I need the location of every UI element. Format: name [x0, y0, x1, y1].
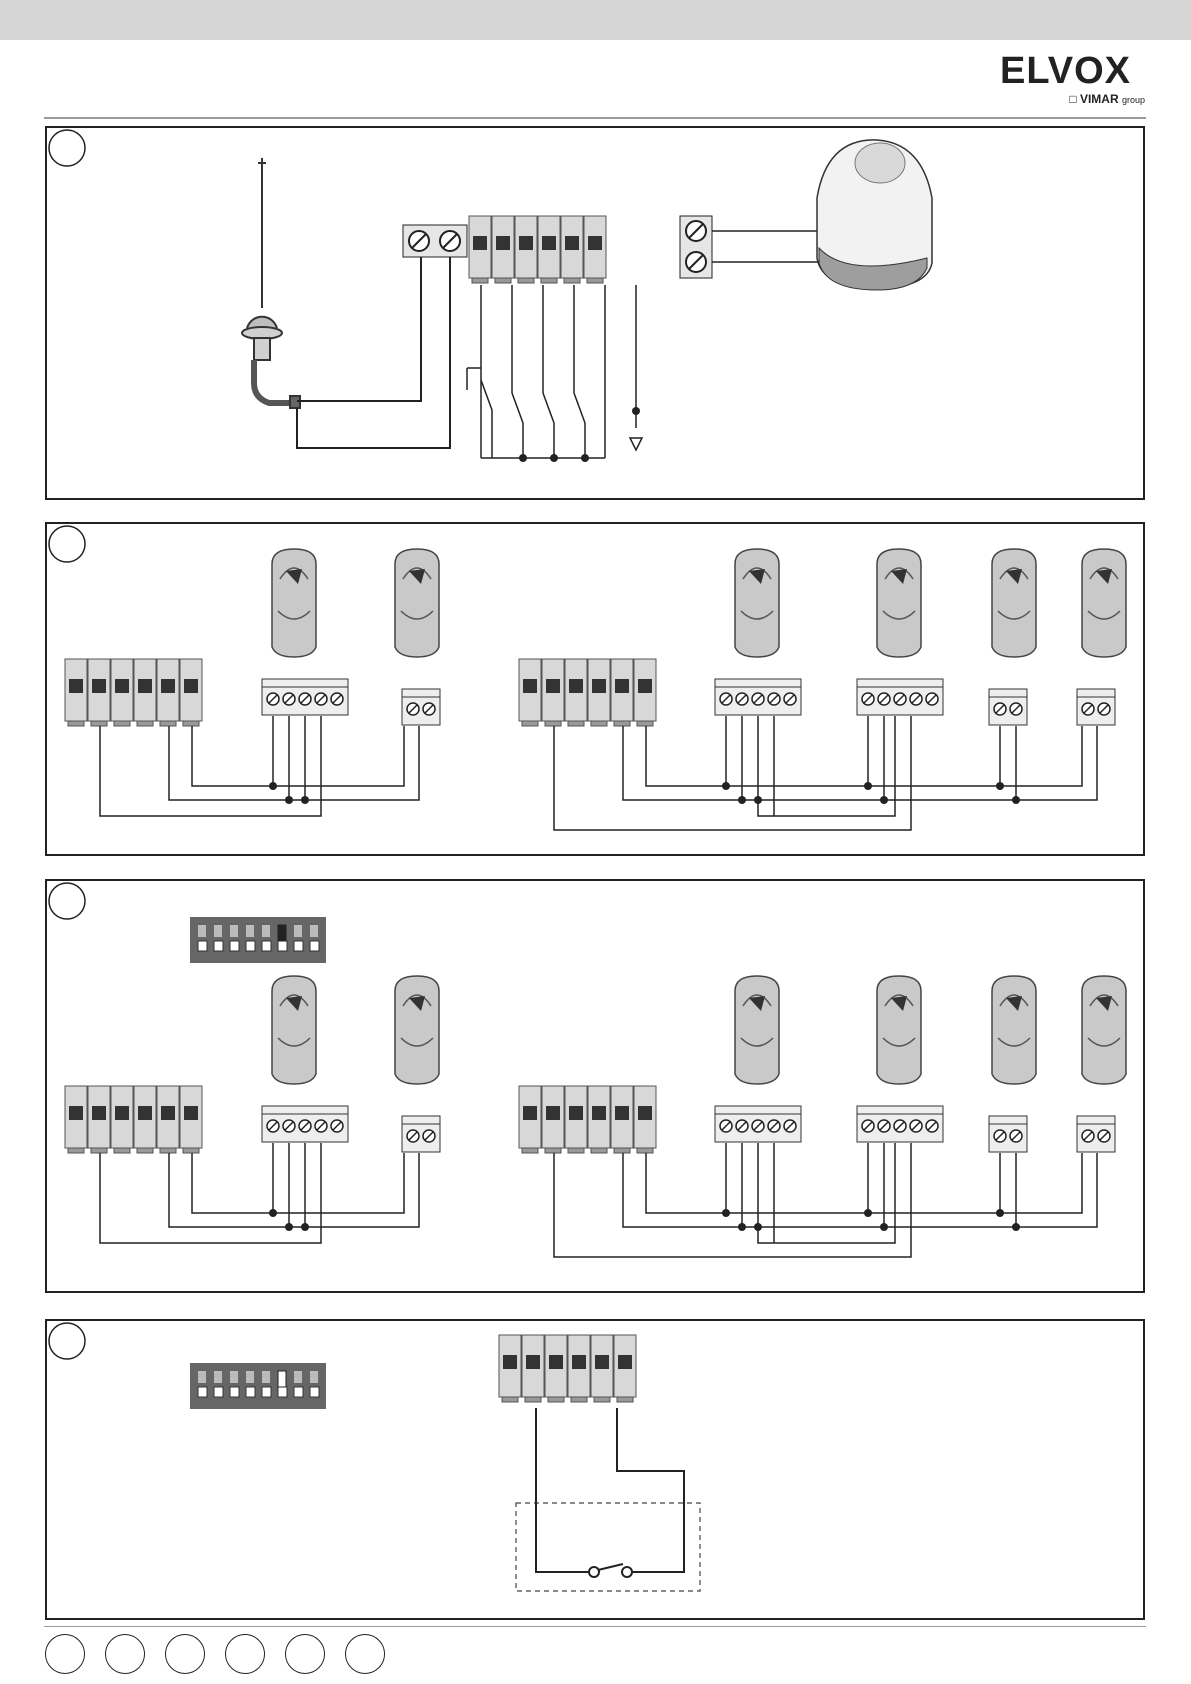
terminal-block-icon	[680, 216, 712, 278]
terminal-block-icon	[469, 216, 606, 283]
junction-dot	[738, 1223, 746, 1231]
junction-dot	[996, 782, 1004, 790]
terminal-block-icon	[857, 1106, 943, 1142]
language-badge	[45, 1634, 85, 1674]
header-bar	[0, 0, 1191, 40]
terminal-block-icon	[1077, 1116, 1115, 1152]
junction-dot	[722, 782, 730, 790]
panel-1	[45, 126, 1145, 500]
wire	[623, 726, 1097, 800]
junction-dot	[996, 1209, 1004, 1217]
panel-4-diagram	[47, 1321, 1147, 1622]
sensor-icon	[272, 976, 316, 1084]
terminal-block-icon	[65, 1086, 202, 1153]
wire	[192, 726, 404, 786]
brand-name: ELVOX	[1000, 52, 1150, 90]
terminal-block-icon	[402, 1116, 440, 1152]
sensor-icon	[272, 549, 316, 657]
terminal-block-icon	[499, 1335, 636, 1402]
terminal-block-icon	[857, 679, 943, 715]
panel-1-diagram	[47, 128, 1147, 502]
sensor-icon	[395, 976, 439, 1084]
junction-dot	[285, 1223, 293, 1231]
switch-contact-icon	[536, 1408, 684, 1577]
contact-enclosure	[516, 1503, 700, 1591]
panel-3-diagram	[47, 881, 1147, 1295]
wire	[758, 716, 895, 816]
junction-dot	[864, 782, 872, 790]
terminal-block-icon	[715, 1106, 801, 1142]
junction-dot	[754, 1223, 762, 1231]
header-rule	[44, 117, 1146, 119]
panel-3-number-badge	[49, 883, 85, 919]
antenna-icon	[242, 158, 300, 408]
sub-brand: □ VIMAR group	[1069, 92, 1145, 106]
panel-2-diagram	[47, 524, 1147, 858]
junction-dot	[722, 1209, 730, 1217]
junction-dot	[738, 796, 746, 804]
terminal-block-icon	[1077, 689, 1115, 725]
dip-switch-icon	[190, 1363, 326, 1409]
sub-brand-suffix: group	[1122, 95, 1145, 105]
terminal-block-icon	[262, 1106, 348, 1142]
terminal-block-icon	[989, 689, 1027, 725]
junction-dot	[864, 1209, 872, 1217]
junction-dot	[269, 1209, 277, 1217]
siren-icon	[817, 140, 932, 290]
dip-switch-icon	[190, 917, 326, 963]
language-badge	[345, 1634, 385, 1674]
wire	[554, 716, 911, 830]
junction-dot	[269, 782, 277, 790]
terminal-block-icon	[402, 689, 440, 725]
panel-2	[45, 522, 1145, 856]
wire	[192, 1153, 404, 1213]
sensor-icon	[877, 976, 921, 1084]
terminal-block-icon	[715, 679, 801, 715]
wire	[758, 1143, 895, 1243]
junction-dot	[1012, 796, 1020, 804]
wire	[169, 726, 419, 800]
sensor-icon	[992, 549, 1036, 657]
junction-dot	[285, 796, 293, 804]
terminal-block-icon	[519, 659, 656, 726]
terminal-block-icon	[65, 659, 202, 726]
panel-4	[45, 1319, 1145, 1620]
terminal-block-icon	[403, 225, 467, 257]
terminal-block-icon	[989, 1116, 1027, 1152]
sensor-icon	[1082, 976, 1126, 1084]
sensor-icon	[735, 976, 779, 1084]
wire	[554, 1143, 911, 1257]
panel-4-number-badge	[49, 1323, 85, 1359]
terminal-block-icon	[262, 679, 348, 715]
terminal-block-icon	[519, 1086, 656, 1153]
junction-dot	[880, 796, 888, 804]
sensor-icon	[877, 549, 921, 657]
wire	[623, 1153, 1097, 1227]
language-badge	[225, 1634, 265, 1674]
sensor-icon	[1082, 549, 1126, 657]
junction-dot	[754, 796, 762, 804]
wire	[169, 1153, 419, 1227]
panel-2-number-badge	[49, 526, 85, 562]
panel-3	[45, 879, 1145, 1293]
language-badge	[285, 1634, 325, 1674]
sensor-icon	[395, 549, 439, 657]
junction-dot	[301, 1223, 309, 1231]
sensor-icon	[735, 549, 779, 657]
junction-dot	[880, 1223, 888, 1231]
sub-brand-name: VIMAR	[1080, 92, 1119, 106]
language-badge	[105, 1634, 145, 1674]
footer-rule	[44, 1626, 1146, 1627]
sensor-icon	[992, 976, 1036, 1084]
junction-dot	[1012, 1223, 1020, 1231]
sub-brand-icon: □	[1069, 92, 1076, 106]
junction-dot	[301, 796, 309, 804]
language-badge	[165, 1634, 205, 1674]
panel-1-number-badge	[49, 130, 85, 166]
brand-logo: ELVOX □ VIMAR group	[1000, 52, 1150, 108]
